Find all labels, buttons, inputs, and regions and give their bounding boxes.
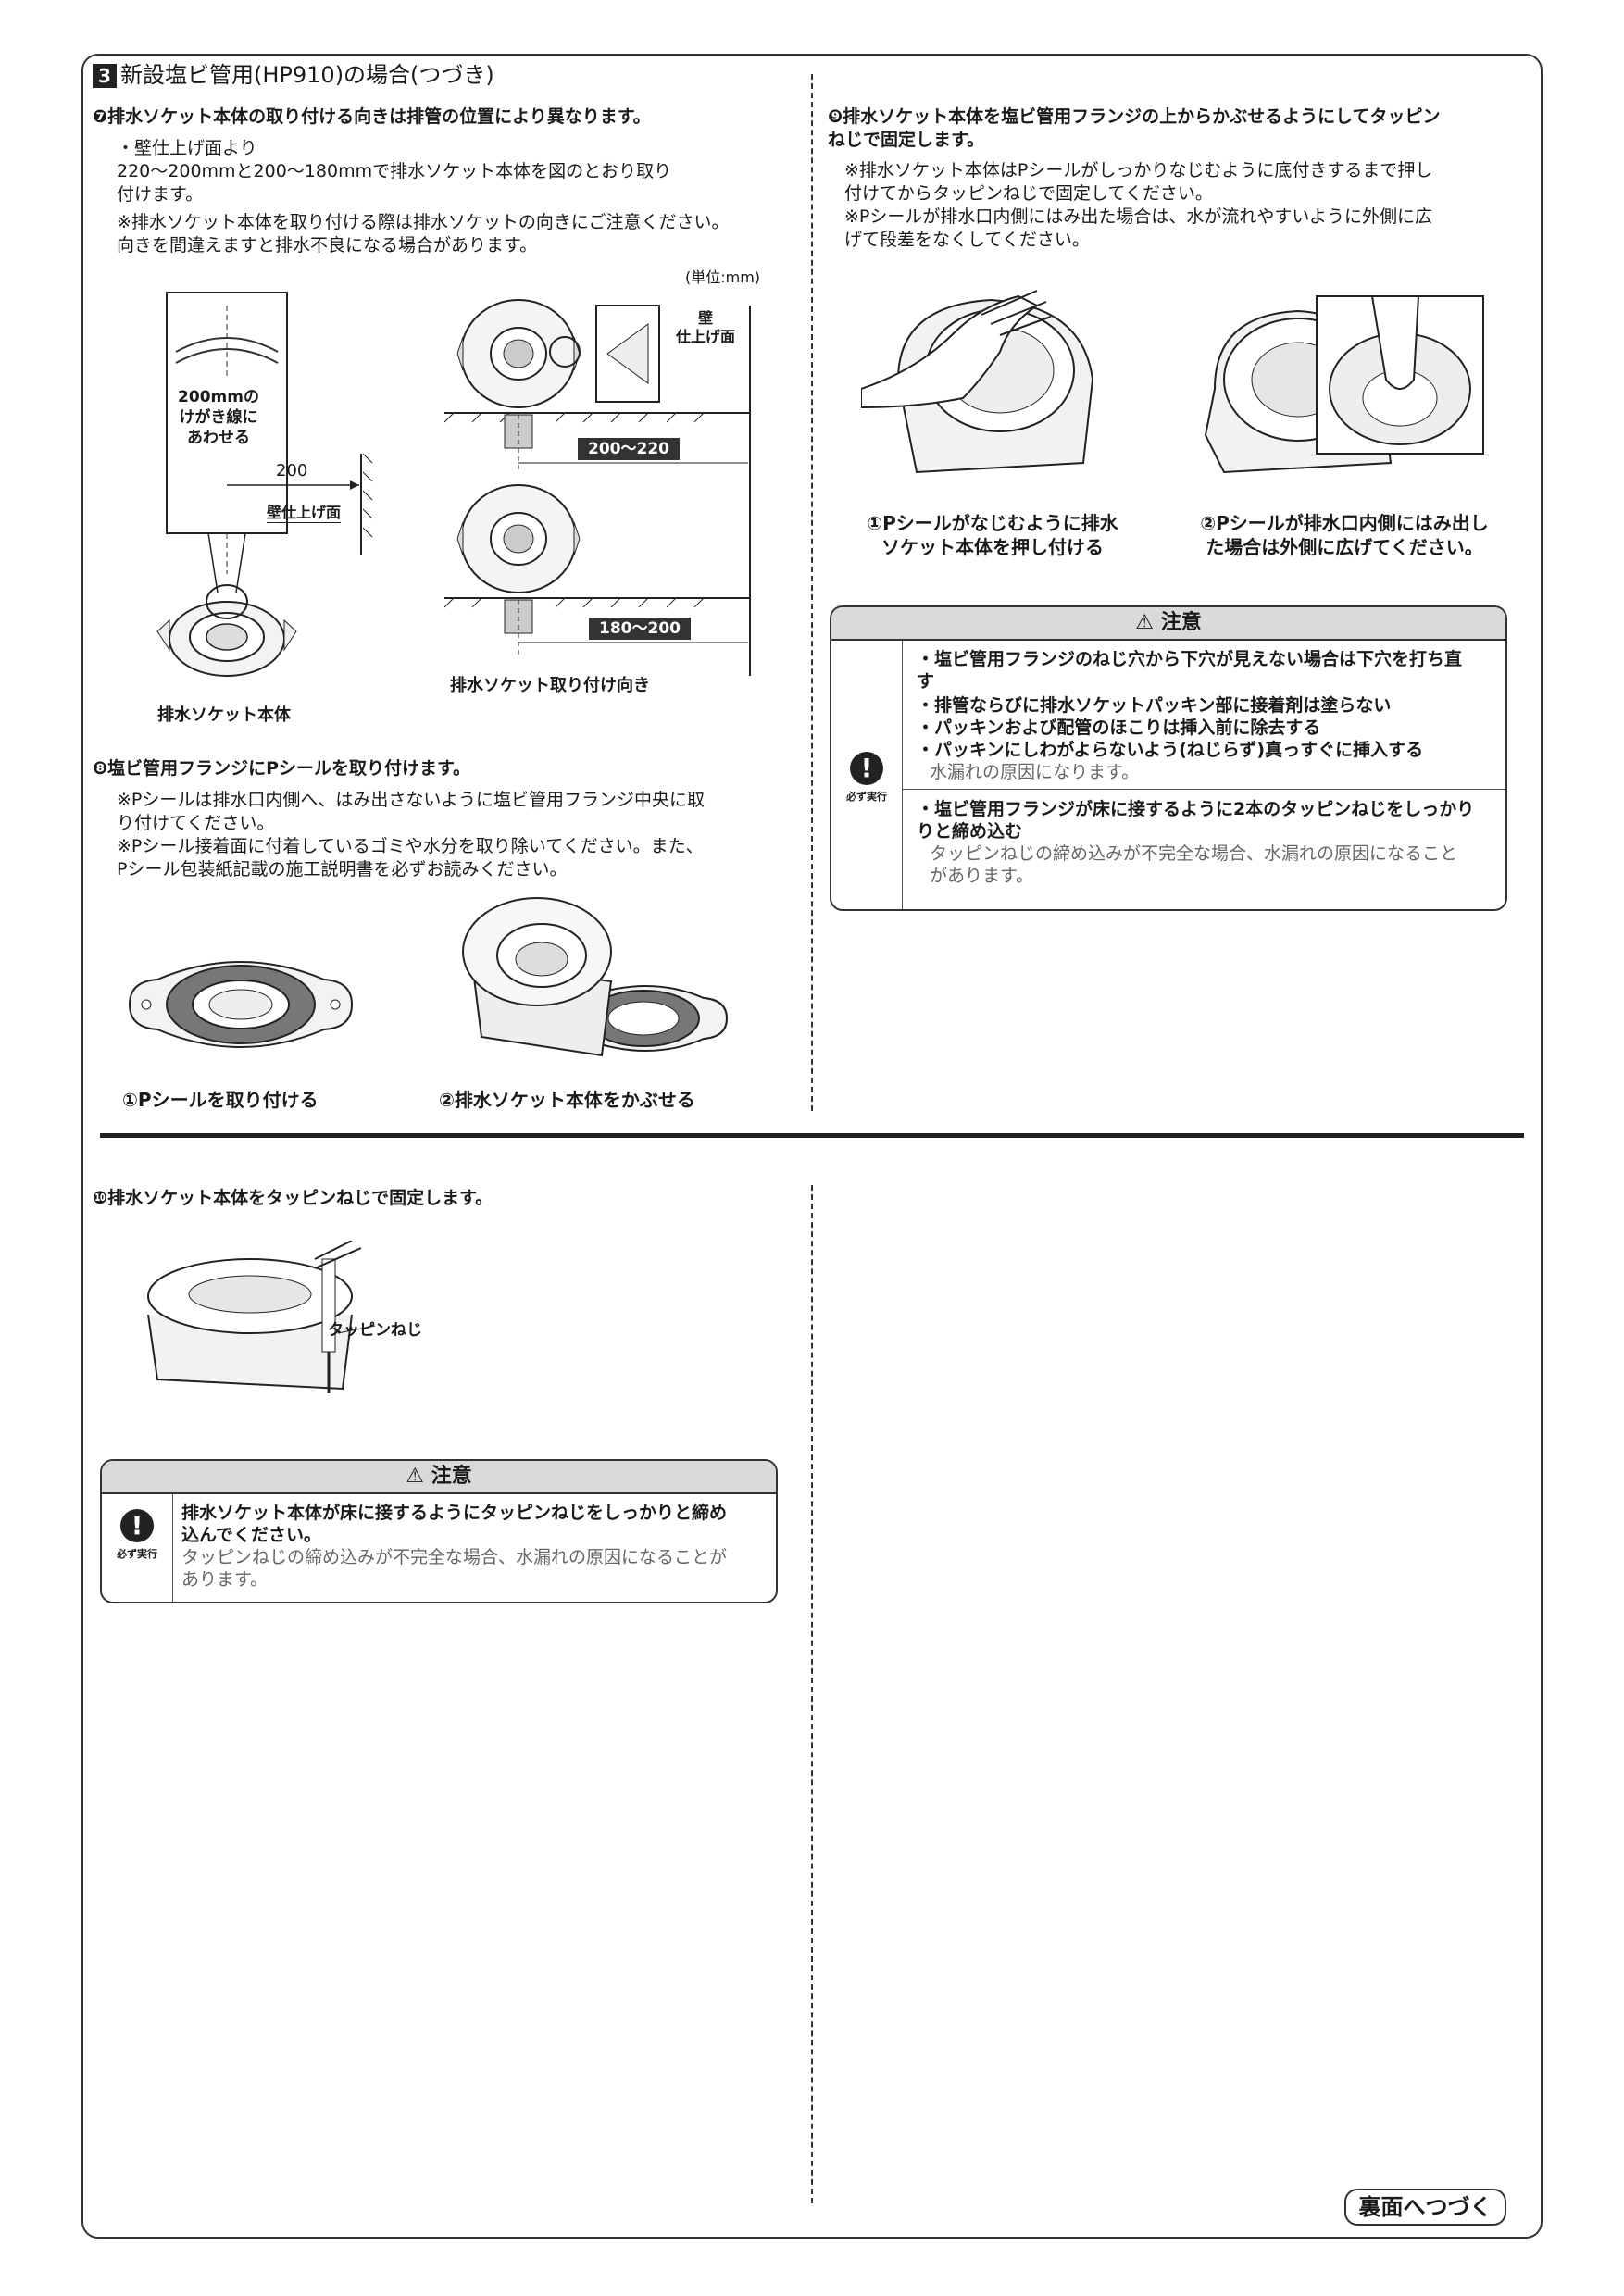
caution-item-4: ・パッキンにしわがよらないよう(ねじらず)真っすぐに挿入する bbox=[917, 740, 1424, 760]
caption-socket-direction: 排水ソケット取り付け向き bbox=[450, 676, 650, 695]
caution2-main: 排水ソケット本体が床に接するようにタッピンねじをしっかりと締め 込んでください。 bbox=[181, 1503, 728, 1545]
exclamation-icon-2: ! bbox=[120, 1509, 154, 1542]
dimension-200-label: 200 bbox=[276, 461, 308, 480]
step9-heading: ❾排水ソケット本体を塩ビ管用フランジの上からかぶせるようにしてタッピン ねじで固… bbox=[828, 106, 1441, 150]
tapping-screw-label: タッピンねじ bbox=[328, 1321, 422, 1340]
caution-icon-column-2 bbox=[102, 1494, 173, 1602]
unit-label: (単位:mm) bbox=[685, 268, 761, 286]
press-socket-illustration bbox=[861, 290, 1094, 474]
continue-on-back-label: 裏面へつづく bbox=[1344, 2189, 1506, 2226]
step9-note1: ※排水ソケット本体はPシールがしっかりなじむように底付きするまで押し 付けてから… bbox=[844, 160, 1433, 204]
caution-header: ⚠ 注意 bbox=[831, 607, 1505, 641]
caution-title: 注意 bbox=[1160, 611, 1202, 634]
caption-socket-body: 排水ソケット本体 bbox=[157, 705, 291, 725]
caption-cover-socket: ②排水ソケット本体をかぶせる bbox=[439, 1089, 695, 1111]
socket-cover-illustration bbox=[462, 897, 729, 1057]
p-seal-flange-illustration bbox=[128, 961, 354, 1048]
caution-item-1: ・塩ビ管用フランジのねじ穴から下穴が見えない場合は下穴を打ち直 す bbox=[917, 649, 1463, 692]
dimension-180-200: 180〜200 bbox=[589, 618, 691, 640]
caution-box-bottom: ⚠ 注意 ! 必ず実行 排水ソケット本体が床に接するようにタッピンねじをしっかり… bbox=[100, 1459, 778, 1603]
column-divider-bottom bbox=[811, 1185, 813, 2203]
must-do-icon-2: ! 必ず実行 bbox=[111, 1509, 163, 1561]
wall-finish-label-right: 壁 仕上げ面 bbox=[676, 309, 736, 345]
step7-note: ※排水ソケット本体を取り付ける際は排水ソケットの向きにご注意ください。 向きを間… bbox=[117, 212, 730, 256]
caption-attach-p-seal: ①Pシールを取り付ける bbox=[122, 1089, 319, 1111]
exclamation-icon: ! bbox=[850, 752, 883, 785]
tapping-screw-illustration bbox=[147, 1241, 376, 1393]
caution-item-5: ・塩ビ管用フランジが床に接するように2本のタッピンねじをしっかり りと締め込む bbox=[917, 799, 1475, 842]
page-frame bbox=[81, 54, 1543, 2239]
caution-sub-1: 水漏れの原因になります。 bbox=[930, 762, 1140, 782]
step8-note1: ※Pシールは排水口内側へ、はみ出さないように塩ビ管用フランジ中央に取 り付けてく… bbox=[117, 790, 705, 833]
caution-icon-column bbox=[831, 641, 903, 909]
section-number-badge: 3 bbox=[93, 64, 117, 88]
wall-finish-label-left: 壁仕上げ面 bbox=[267, 500, 342, 523]
section-title-text: 新設塩ビ管用(HP910)の場合(つづき) bbox=[120, 62, 494, 88]
step9-note2: ※Pシールが排水口内側にはみ出た場合は、水が流れやすいように外側に広 げて段差を… bbox=[844, 206, 1432, 250]
caution-sub-2: タッピンねじの締め込みが不完全な場合、水漏れの原因になること があります。 bbox=[930, 843, 1458, 886]
step7-bullet: ・壁仕上げ面より 220〜200mmと200〜180mmで排水ソケット本体を図の… bbox=[117, 138, 672, 205]
caption-spread-seal: ②Pシールが排水口内側にはみ出し た場合は外側に広げてください。 bbox=[1200, 512, 1489, 558]
caution-item-2: ・排管ならびに排水ソケットパッキン部に接着剤は塗らない bbox=[917, 695, 1392, 716]
step8-heading: ❽塩ビ管用フランジにPシールを取り付けます。 bbox=[93, 758, 471, 779]
socket-body-illustration bbox=[156, 292, 297, 677]
scribe-line-callout: 200mmの けがき線に あわせる bbox=[172, 387, 265, 448]
caution2-sub: タッピンねじの締め込みが不完全な場合、水漏れの原因になることが あります。 bbox=[181, 1547, 728, 1590]
must-do-label: 必ず実行 bbox=[846, 791, 887, 803]
must-do-icon: ! 必ず実行 bbox=[841, 752, 893, 804]
socket-orientation-illustration bbox=[444, 299, 751, 676]
dimension-200-220: 200〜220 bbox=[578, 438, 680, 460]
caution-title-2: 注意 bbox=[431, 1465, 472, 1488]
caution-header-2: ⚠ 注意 bbox=[102, 1461, 776, 1494]
caution-separator bbox=[902, 789, 1505, 790]
caution-box-top: ⚠ 注意 ! 必ず実行 ・塩ビ管用フランジのねじ穴から下穴が見えない場合は下穴を… bbox=[830, 605, 1507, 911]
step7-heading: ❼排水ソケット本体の取り付ける向きは排管の位置により異なります。 bbox=[93, 106, 651, 127]
wall-dimension-200 bbox=[227, 454, 373, 555]
column-divider-top bbox=[811, 74, 813, 1111]
step10-heading: ❿排水ソケット本体をタッピンねじで固定します。 bbox=[93, 1188, 493, 1208]
section-divider bbox=[100, 1133, 1524, 1138]
must-do-label-2: 必ず実行 bbox=[117, 1548, 157, 1560]
caption-press-socket: ①Pシールがなじむように排水 ソケット本体を押し付ける bbox=[867, 512, 1118, 558]
step8-note2: ※Pシール接着面に付着しているゴミや水分を取り除いてください。また、 Pシール包… bbox=[117, 836, 704, 880]
caution-item-3: ・パッキンおよび配管のほこりは挿入前に除去する bbox=[917, 718, 1321, 738]
spread-seal-illustration bbox=[1204, 295, 1484, 474]
